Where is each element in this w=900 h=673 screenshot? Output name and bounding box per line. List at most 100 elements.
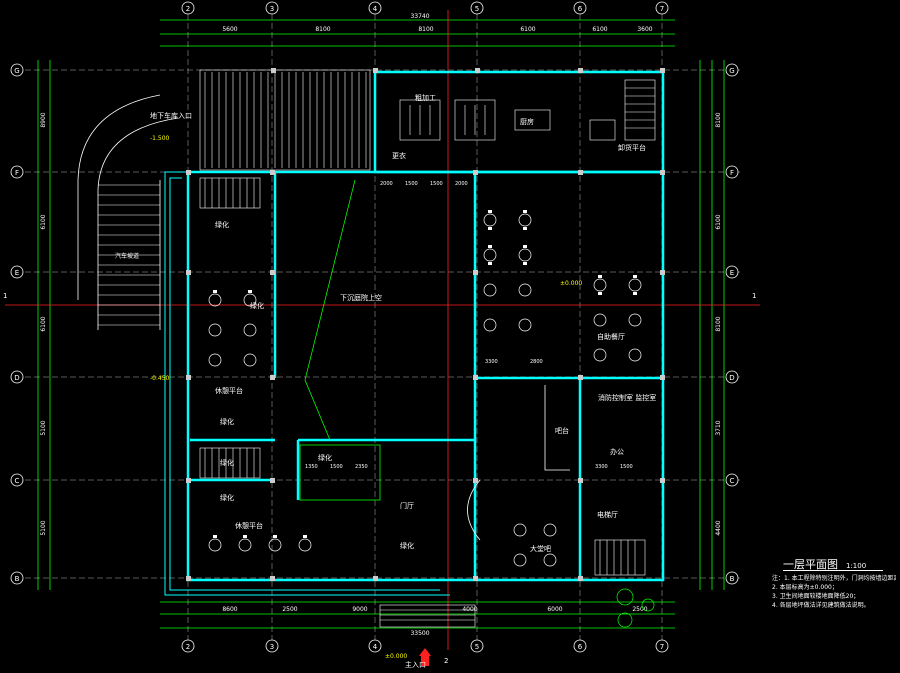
axis-row-c-left: C: [15, 477, 20, 485]
top-ramp-hatch: [199, 69, 371, 171]
label-elevator: 电梯厅: [597, 510, 618, 519]
ramp-hatch: [98, 184, 160, 326]
dimension-text: 33740 5600 8100 8100 6100 6100 3600 3350…: [222, 13, 652, 637]
axis-col-5-bottom: 5: [475, 643, 479, 651]
axis-col-6-bottom: 6: [578, 643, 583, 651]
stair-right-upper: [624, 79, 656, 141]
structural-columns: [186, 68, 665, 581]
axis-row-d-left: D: [14, 374, 19, 382]
top-dimension-lines: [37, 19, 725, 629]
dim-bottom-2: 2500: [282, 606, 297, 613]
win-dim-10: 1500: [620, 464, 633, 470]
dim-right-5: 4400: [715, 520, 722, 535]
stair-right-lower: [594, 539, 646, 576]
dim-bottom-5: 6000: [547, 606, 562, 613]
dim-top-total: 33740: [410, 13, 429, 20]
label-basement-entry: 地下车库入口: [150, 111, 192, 120]
label-green-2: 绿化: [250, 301, 264, 310]
axis-row-g-right: G: [729, 67, 734, 75]
entrance-arrow-icon: [419, 648, 431, 666]
section-mark-1-left: 1: [3, 292, 7, 300]
dim-left-4: 5100: [40, 420, 47, 435]
axis-bubbles-left: [10, 63, 24, 585]
terrace-boundary: [164, 171, 450, 596]
drawing-scale: 1:100: [846, 562, 867, 570]
label-bar: 吧台: [555, 426, 569, 435]
axis-labels: 2 3 4 5 6 7 2 3 4 5 6 7 G F E D C B G F …: [14, 5, 734, 651]
dim-top-1: 5600: [222, 26, 237, 33]
win-dim-4: 2000: [380, 181, 393, 187]
dim-bottom-total: 33500: [410, 630, 429, 637]
label-entrance: 主入口: [405, 660, 426, 669]
dim-right-1: 8100: [715, 112, 722, 127]
label-hall: 大堂吧: [530, 544, 551, 553]
label-terrace-2: 休憩平台: [235, 521, 263, 530]
label-ramp: 汽车坡道: [115, 252, 139, 260]
label-green-1: 绿化: [215, 220, 229, 229]
axis-col-4-top: 4: [373, 5, 378, 13]
label-green-4: 绿化: [220, 458, 234, 467]
dim-top-4: 6100: [520, 26, 535, 33]
axis-col-6-top: 6: [578, 5, 583, 13]
win-dim-1: 1350: [305, 464, 318, 470]
stair-left-upper: [199, 177, 261, 209]
win-dim-6: 1500: [430, 181, 443, 187]
label-dining: 自助餐厅: [597, 332, 625, 341]
axis-col-7-top: 7: [660, 5, 664, 13]
axis-row-b-right: B: [730, 575, 735, 583]
title-underline: [783, 570, 883, 571]
elev-entrance: ±0.000: [385, 653, 407, 660]
label-green-5: 绿化: [220, 493, 234, 502]
drawing-notes: 注：1. 本工程除特别注明外，门洞均按墙边距离齐平； 2. 本层标高为±0.00…: [772, 574, 896, 610]
axis-col-3-bottom: 3: [270, 643, 274, 651]
sunken-courtyard-lines: [299, 179, 381, 501]
drawing-title: 一层平面图 1:100: [783, 556, 866, 572]
axis-row-e-left: E: [15, 269, 19, 277]
dim-bottom-1: 8600: [222, 606, 237, 613]
axis-bubbles-bottom: [181, 639, 669, 653]
note-line-1: 注：1. 本工程除特别注明外，门洞均按墙边距离齐平；: [772, 575, 896, 582]
dim-top-5: 6100: [592, 26, 607, 33]
section-mark-1-right: 1: [752, 292, 756, 300]
axis-col-2-top: 2: [186, 5, 190, 13]
kitchen-equipment: [399, 99, 616, 141]
label-loading: 卸货平台: [618, 143, 646, 152]
dim-right-4: 3710: [715, 420, 722, 435]
entrance-steps: [379, 604, 476, 628]
dim-bottom-3: 9000: [352, 606, 367, 613]
label-kitchen: 厨房: [520, 117, 534, 126]
label-cooking: 粗加工: [415, 93, 436, 102]
label-sunken: 下沉庭院上空: [340, 293, 382, 302]
room-labels: 粗加工 厨房 更衣 下沉庭院上空 绿化 绿化 绿化 绿化 绿化 绿化 绿化 休憩…: [215, 93, 656, 669]
win-dim-11: 3300: [595, 464, 608, 470]
win-dim-5: 1500: [405, 181, 418, 187]
dining-chairs: [213, 210, 637, 538]
label-office: 办公: [610, 447, 624, 456]
axis-col-2-bottom: 2: [186, 643, 190, 651]
axis-col-5-top: 5: [475, 5, 479, 13]
win-dim-2: 1500: [330, 464, 343, 470]
dim-right-3: 8100: [715, 316, 722, 331]
win-dim-9: 2800: [530, 359, 543, 365]
axis-row-b-left: B: [15, 575, 20, 583]
bar-counter: [467, 385, 570, 541]
label-terrace-1: 休憩平台: [215, 386, 243, 395]
dining-tables: [208, 213, 642, 567]
axis-row-c-right: C: [730, 477, 735, 485]
section-cut-lines: [5, 10, 760, 650]
stair-left-lower: [199, 447, 261, 479]
axis-row-d-right: D: [729, 374, 734, 382]
section-mark-2-bottom: 2: [444, 657, 448, 665]
axis-col-7-bottom: 7: [660, 643, 664, 651]
drawing-title-text: 一层平面图: [783, 558, 838, 571]
win-dim-8: 3300: [485, 359, 498, 365]
dimension-text-vertical: 8900 6100 6100 5100 5100 8100 6100 8100 …: [40, 112, 722, 535]
dim-top-3: 8100: [418, 26, 433, 33]
label-green-6: 绿化: [318, 453, 332, 462]
axis-row-f-left: F: [15, 169, 19, 177]
dim-left-1: 8900: [40, 112, 47, 127]
note-line-4: 4. 各层地坪做法详见建筑做法说明。: [772, 602, 870, 609]
label-green-7: 绿化: [400, 541, 414, 550]
note-line-3: 3. 卫生间地面较楼地面降低20；: [772, 593, 860, 600]
